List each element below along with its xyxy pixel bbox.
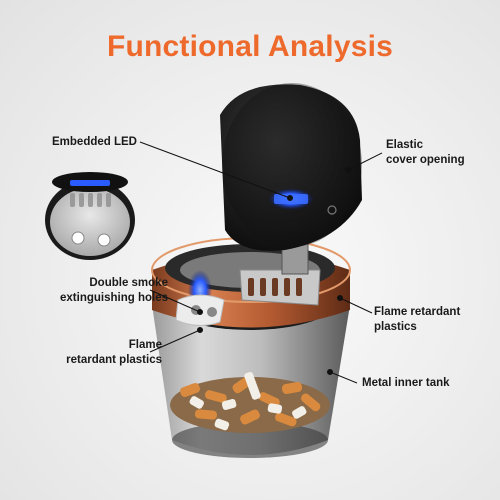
cigarette-butts	[170, 371, 330, 433]
callout-flame-right-line1: Flame retardant	[374, 306, 461, 318]
callout-flame-left: Flame retardant plastics	[34, 338, 162, 368]
inset-detail-view	[45, 172, 135, 260]
callout-flame-right-line2: plastics	[374, 321, 417, 333]
snuffer-comb	[239, 269, 321, 306]
callout-double-smoke-line2: extinguishing holes	[60, 292, 168, 304]
callout-metal-tank: Metal inner tank	[362, 376, 450, 391]
callout-double-smoke: Double smoke extinguishing holes	[60, 276, 168, 306]
ashtray-lid	[220, 83, 362, 251]
callout-metal-tank-text: Metal inner tank	[362, 377, 450, 389]
callout-elastic-cover-line2: cover opening	[386, 154, 465, 166]
callout-embedded-led-text: Embedded LED	[52, 136, 137, 148]
callout-flame-right: Flame retardant plastics	[374, 305, 460, 335]
callout-double-smoke-line1: Double smoke	[89, 277, 168, 289]
callout-flame-left-line1: Flame	[128, 339, 162, 351]
callout-elastic-cover: Elastic cover opening	[386, 138, 465, 168]
page-title: Functional Analysis	[106, 30, 394, 63]
callout-flame-left-line2: retardant plastics	[66, 354, 162, 366]
power-button-icon	[327, 205, 337, 215]
callout-lines	[139, 141, 383, 384]
callout-elastic-cover-line1: Elastic	[386, 139, 424, 151]
callout-embedded-led: Embedded LED	[52, 135, 137, 150]
